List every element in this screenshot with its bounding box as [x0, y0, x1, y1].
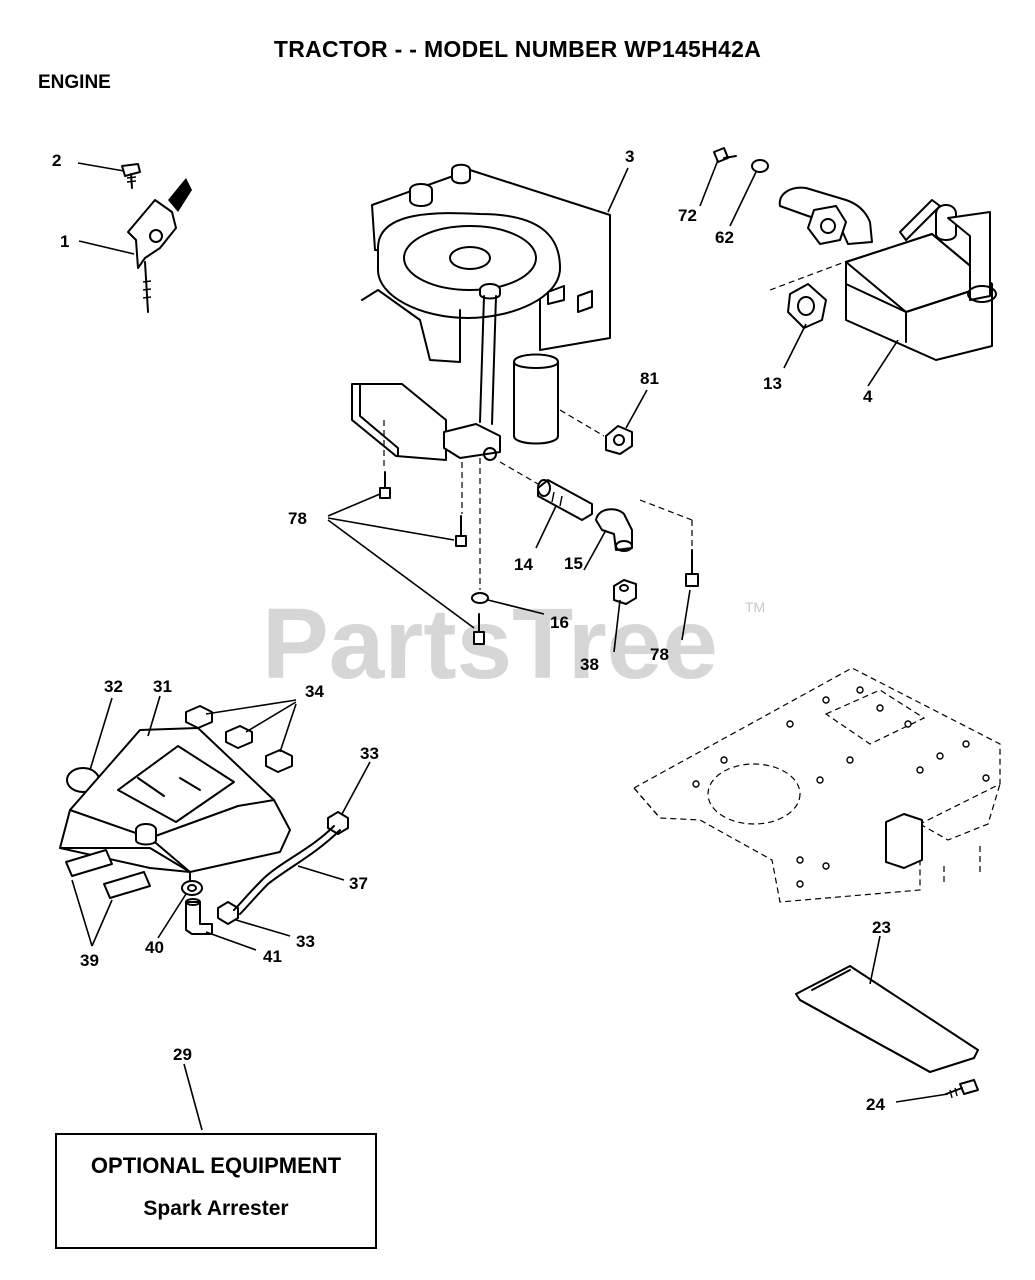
- part-14-shaft[interactable]: [499, 461, 593, 521]
- part-78-bolts[interactable]: [379, 420, 699, 645]
- part-16-washer[interactable]: [471, 592, 489, 604]
- callout-33-upper: 33: [360, 744, 379, 763]
- callout-78-right: 78: [650, 645, 669, 664]
- callout-41: 41: [263, 947, 282, 966]
- part-33-clamp-lower[interactable]: [217, 901, 239, 925]
- part-13-gasket[interactable]: [769, 259, 851, 329]
- callout-72: 72: [678, 206, 697, 225]
- callout-2: 2: [52, 151, 61, 170]
- page-title: TRACTOR - - MODEL NUMBER WP145H42A: [273, 36, 762, 62]
- callout-14: 14: [514, 555, 533, 574]
- callout-37: 37: [349, 874, 368, 893]
- part-15-elbow[interactable]: [595, 508, 633, 552]
- callout-33-lower: 33: [296, 932, 315, 951]
- optional-equipment-box: OPTIONAL EQUIPMENT Spark Arrester: [55, 1133, 377, 1249]
- section-title: ENGINE: [38, 72, 111, 93]
- frame-dashed: [633, 667, 1001, 903]
- callout-23: 23: [872, 918, 891, 937]
- callout-3: 3: [625, 147, 634, 166]
- callout-24: 24: [866, 1095, 885, 1114]
- callout-38: 38: [580, 655, 599, 674]
- part-62-washer[interactable]: [751, 159, 769, 173]
- callout-29: 29: [173, 1045, 192, 1064]
- callout-62: 62: [715, 228, 734, 247]
- part-37-fuel-line[interactable]: [233, 825, 341, 915]
- callout-31: 31: [153, 677, 172, 696]
- part-33-clamp-upper[interactable]: [327, 811, 349, 835]
- leader-lines: [71, 159, 949, 1131]
- callout-labels: 2 1 3 72 62 13 4 81 78 14 15 16 38 78 32…: [52, 147, 891, 1114]
- part-38-nut[interactable]: [613, 579, 637, 605]
- part-2-screw[interactable]: [121, 163, 141, 189]
- part-72-bolt[interactable]: [713, 147, 737, 163]
- part-41-fitting[interactable]: [185, 898, 213, 935]
- watermark-tm: TM: [745, 599, 765, 615]
- watermark-text: PartsTree: [262, 588, 718, 700]
- part-39-blocks[interactable]: [65, 849, 151, 899]
- part-3-engine[interactable]: [351, 163, 611, 461]
- callout-81: 81: [640, 369, 659, 388]
- callout-40: 40: [145, 938, 164, 957]
- callout-16: 16: [550, 613, 569, 632]
- optional-equipment-title: OPTIONAL EQUIPMENT: [90, 1153, 342, 1178]
- callout-13: 13: [763, 374, 782, 393]
- optional-equipment-subtitle: Spark Arrester: [143, 1197, 289, 1220]
- callout-32: 32: [104, 677, 123, 696]
- part-4-muffler[interactable]: [778, 186, 997, 361]
- callout-15: 15: [564, 554, 583, 573]
- part-23-shield[interactable]: [795, 965, 979, 1073]
- callout-1: 1: [60, 232, 69, 251]
- part-40-grommet[interactable]: [181, 880, 203, 896]
- callout-78-left: 78: [288, 509, 307, 528]
- callout-34: 34: [305, 682, 324, 701]
- callout-4: 4: [863, 387, 873, 406]
- part-1-throttle-control[interactable]: [127, 178, 192, 313]
- part-81-nut[interactable]: [559, 409, 633, 455]
- callout-39: 39: [80, 951, 99, 970]
- part-24-screw[interactable]: [945, 1079, 979, 1099]
